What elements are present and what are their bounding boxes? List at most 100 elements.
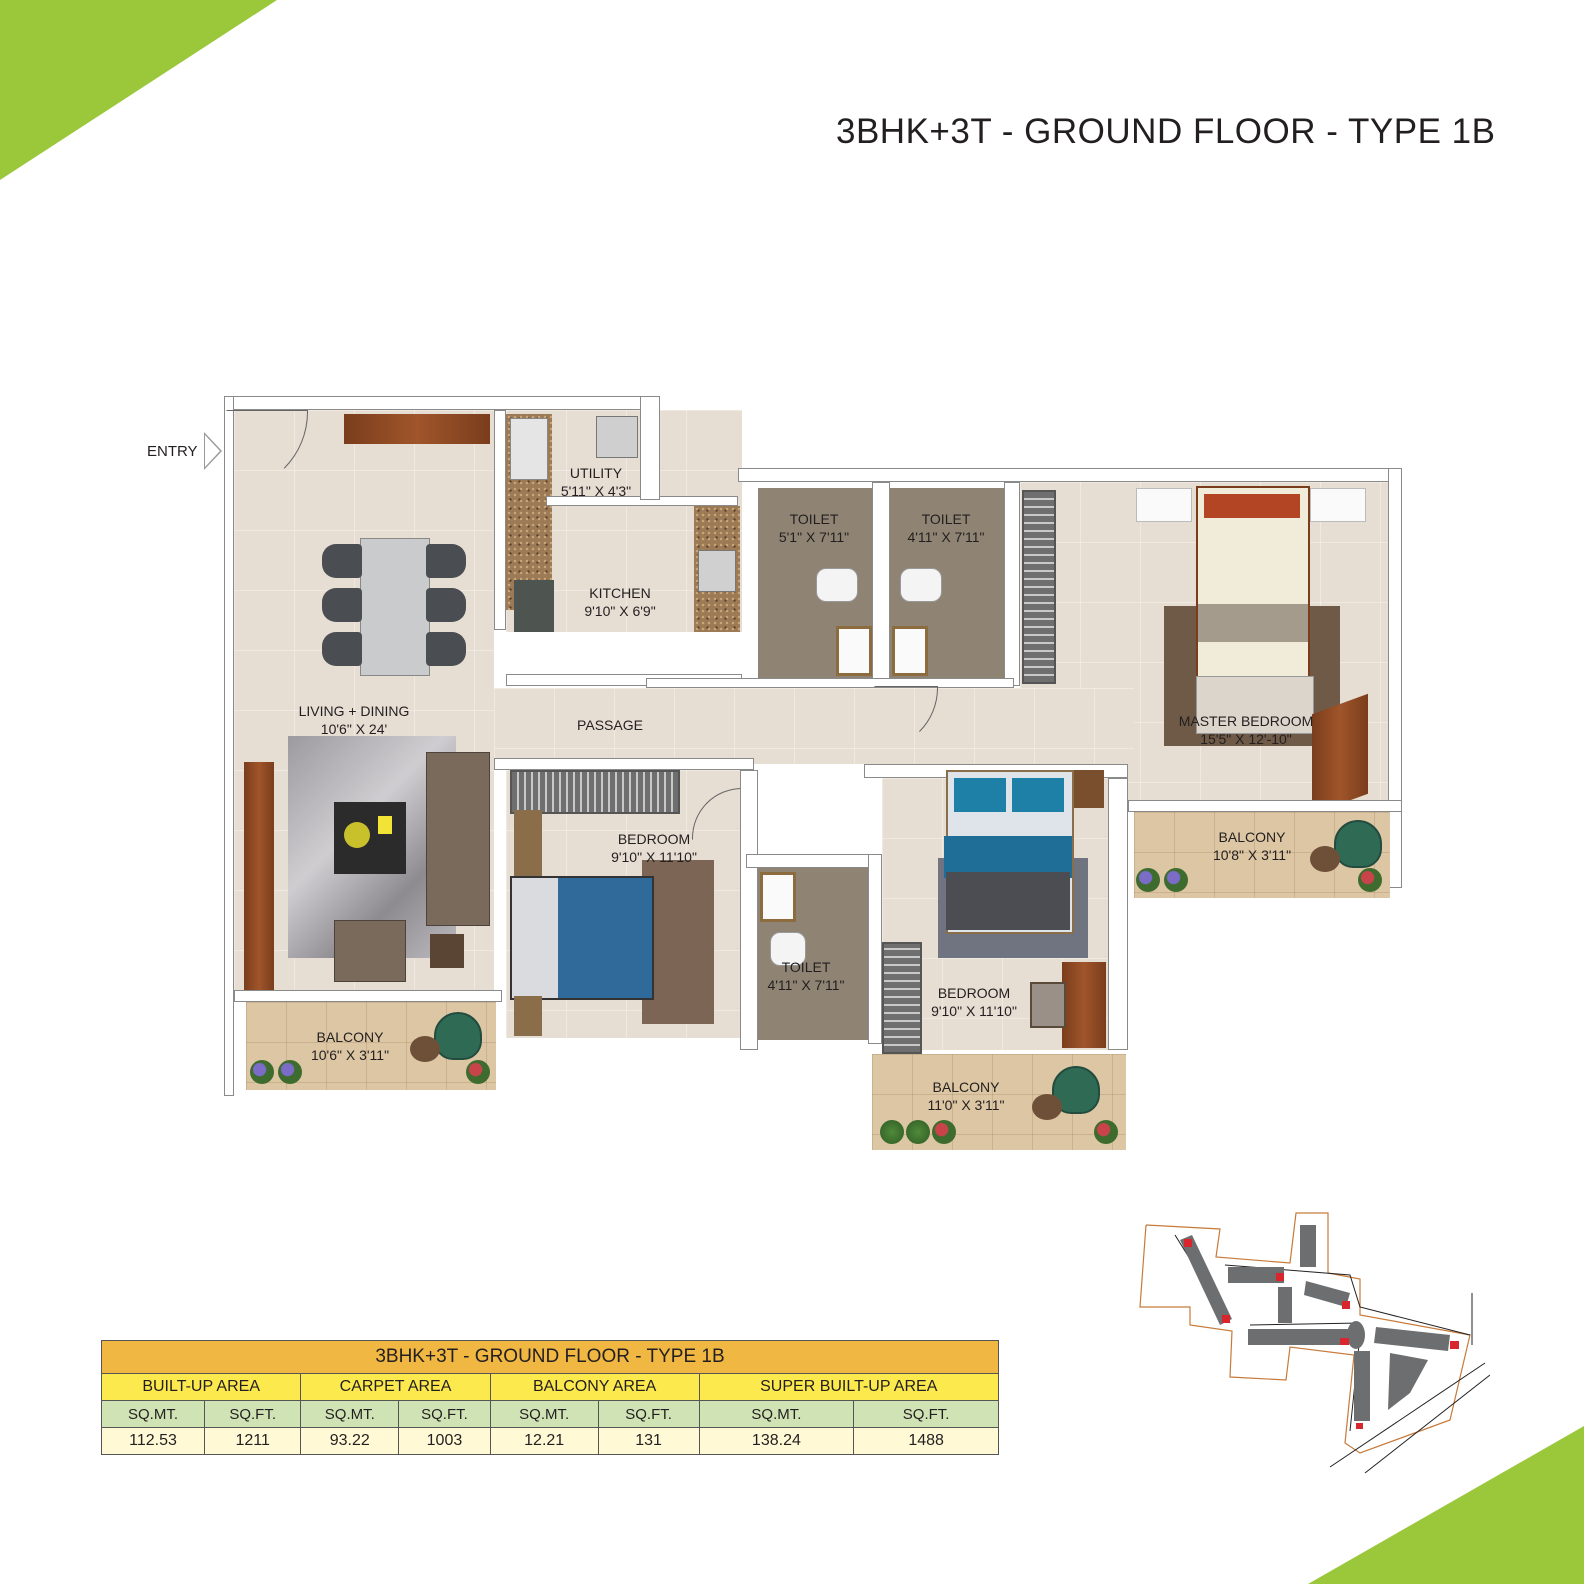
bedroom-rug	[642, 860, 714, 1024]
room-label-balcony-master: BALCONY 10'8" X 3'11"	[1213, 828, 1291, 864]
unit-cell: SQ.FT.	[398, 1400, 491, 1428]
study-chair	[1030, 982, 1066, 1028]
unit-highlights	[1184, 1239, 1459, 1429]
wall	[1388, 468, 1402, 888]
room-toilet-2: TOILET 4'11" X 7'11"	[890, 488, 1004, 684]
area-table: 3BHK+3T - GROUND FLOOR - TYPE 1B BUILT-U…	[100, 1340, 1000, 1455]
corner-accent-bottom-right	[1308, 1426, 1584, 1584]
room-size: 15'5" X 12'-10"	[1200, 731, 1292, 747]
tv-unit	[344, 414, 490, 444]
room-size: 9'10" X 6'9"	[584, 603, 656, 619]
wall	[740, 770, 758, 1050]
room-label-kitchen: KITCHEN 9'10" X 6'9"	[584, 584, 655, 620]
room-label-bedroom-1: BEDROOM 9'10" X 11'10"	[611, 830, 697, 866]
unit-cell: SQ.MT.	[698, 1400, 855, 1428]
wall	[494, 758, 754, 770]
dining-chair	[426, 632, 466, 666]
lounge-chair	[1052, 1066, 1100, 1114]
room-bedroom-1: BEDROOM 9'10" X 11'10"	[506, 770, 744, 1038]
room-size: 4'11" X 7'11"	[767, 977, 845, 993]
plant-icon	[1358, 868, 1382, 892]
dining-chair	[426, 544, 466, 578]
room-label-toilet-3: TOILET 4'11" X 7'11"	[767, 958, 844, 994]
room-bedroom-2: BEDROOM 9'10" X 11'10"	[882, 770, 1114, 1054]
area-table-title: 3BHK+3T - GROUND FLOOR - TYPE 1B	[101, 1340, 999, 1374]
plant-icon	[880, 1120, 904, 1144]
unit-cell: SQ.MT.	[100, 1400, 206, 1428]
room-label-toilet-1: TOILET 5'1" X 7'11"	[779, 510, 849, 546]
value-cell: 138.24	[698, 1427, 855, 1455]
plant-icon	[1094, 1120, 1118, 1144]
room-name: UTILITY	[569, 465, 623, 481]
bedside-table	[514, 996, 542, 1036]
armchair	[334, 920, 406, 982]
unit-cell: SQ.FT.	[204, 1400, 302, 1428]
room-label-balcony-living: BALCONY 10'6" X 3'11"	[311, 1028, 389, 1064]
wall	[640, 396, 660, 500]
group-built-up-area: BUILT-UP AREA	[100, 1373, 302, 1401]
stool	[410, 1036, 440, 1062]
area-table-unit-row: SQ.MT. SQ.FT. SQ.MT. SQ.FT. SQ.MT. SQ.FT…	[100, 1400, 999, 1428]
wash-basin	[892, 626, 928, 676]
dresser	[1312, 693, 1368, 815]
bed	[944, 770, 1074, 934]
value-cell: 93.22	[300, 1427, 400, 1455]
value-cell: 1003	[398, 1427, 491, 1455]
room-size: 9'10" X 11'10"	[611, 849, 697, 865]
room-label-utility: UTILITY 5'11" X 4'3"	[561, 464, 631, 500]
room-size: 11'0" X 3'11"	[927, 1097, 1005, 1113]
sofa	[426, 752, 490, 926]
room-size: 5'1" X 7'11"	[778, 529, 850, 545]
coffee-table	[334, 802, 406, 874]
sink	[510, 418, 548, 480]
corner-accent-top-left	[0, 0, 277, 180]
wall	[234, 990, 502, 1002]
lounge-chair	[434, 1012, 482, 1060]
master-bed	[1196, 486, 1310, 686]
room-name: LIVING + DINING	[298, 703, 410, 719]
bedside-table	[1310, 488, 1366, 522]
room-master-bedroom: MASTER BEDROOM 15'5" X 12'-10"	[1020, 482, 1394, 815]
room-name: TOILET	[921, 511, 971, 527]
wall	[1004, 482, 1020, 686]
site-boundary	[1139, 1212, 1471, 1454]
key-plan-map	[1139, 1212, 1490, 1474]
door-swing	[692, 788, 744, 840]
room-size: 10'6" X 3'11"	[310, 1047, 390, 1063]
dining-chair	[322, 544, 362, 578]
room-name: KITCHEN	[589, 585, 651, 601]
bedside-table	[514, 810, 542, 876]
room-name: BALCONY	[1218, 829, 1286, 845]
room-balcony-living: BALCONY 10'6" X 3'11"	[246, 1002, 496, 1090]
dining-chair	[426, 588, 466, 622]
side-table	[430, 934, 464, 968]
room-size: 9'10" X 11'10"	[931, 1003, 1017, 1019]
wash-basin	[760, 872, 796, 922]
room-living-dining: LIVING + DINING 10'6" X 24'	[226, 410, 494, 992]
room-size: 10'8" X 3'11"	[1212, 847, 1292, 863]
wall	[224, 396, 234, 1096]
wall	[224, 396, 660, 410]
room-size: 4'11" X 7'11"	[907, 529, 985, 545]
wardrobe	[510, 770, 680, 814]
room-label-passage: PASSAGE	[577, 717, 643, 733]
entry-door-swing	[226, 410, 308, 492]
group-carpet-area: CARPET AREA	[300, 1373, 491, 1401]
bedside-table	[1136, 488, 1192, 522]
bedside-table	[1074, 770, 1104, 808]
entry-arrow-icon	[204, 432, 222, 470]
plant-icon	[906, 1120, 930, 1144]
room-label-living-dining: LIVING + DINING 10'6" X 24'	[299, 702, 410, 738]
room-label-bedroom-2: BEDROOM 9'10" X 11'10"	[931, 984, 1017, 1020]
bed	[510, 876, 654, 1000]
page-title: 3BHK+3T - GROUND FLOOR - TYPE 1B	[836, 112, 1496, 151]
plant-icon	[1136, 868, 1160, 892]
wc	[816, 568, 858, 602]
area-table-group-row: BUILT-UP AREA CARPET AREA BALCONY AREA S…	[100, 1373, 1000, 1401]
wall	[868, 854, 882, 1044]
group-balcony-area: BALCONY AREA	[489, 1373, 700, 1401]
wardrobe	[882, 942, 922, 1054]
unit-cell: SQ.FT.	[853, 1400, 999, 1428]
room-toilet-1: TOILET 5'1" X 7'11"	[758, 488, 872, 684]
wardrobe	[1022, 490, 1056, 684]
